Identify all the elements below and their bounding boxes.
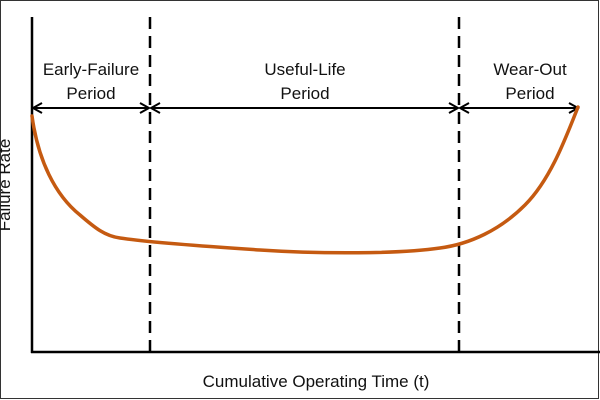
y-axis-label: Failure Rate <box>0 139 14 232</box>
wear-out-label-line1: Wear-Out <box>493 60 567 79</box>
early-failure-label-line2: Period <box>66 84 115 103</box>
early-failure-label-line1: Early-Failure <box>43 60 139 79</box>
useful-life-label-line1: Useful-Life <box>264 60 345 79</box>
failure-rate-curve <box>30 105 580 255</box>
wear-out-label-line2: Period <box>505 84 554 103</box>
x-axis-label: Cumulative Operating Time (t) <box>203 372 430 391</box>
useful-life-label-line2: Period <box>280 84 329 103</box>
